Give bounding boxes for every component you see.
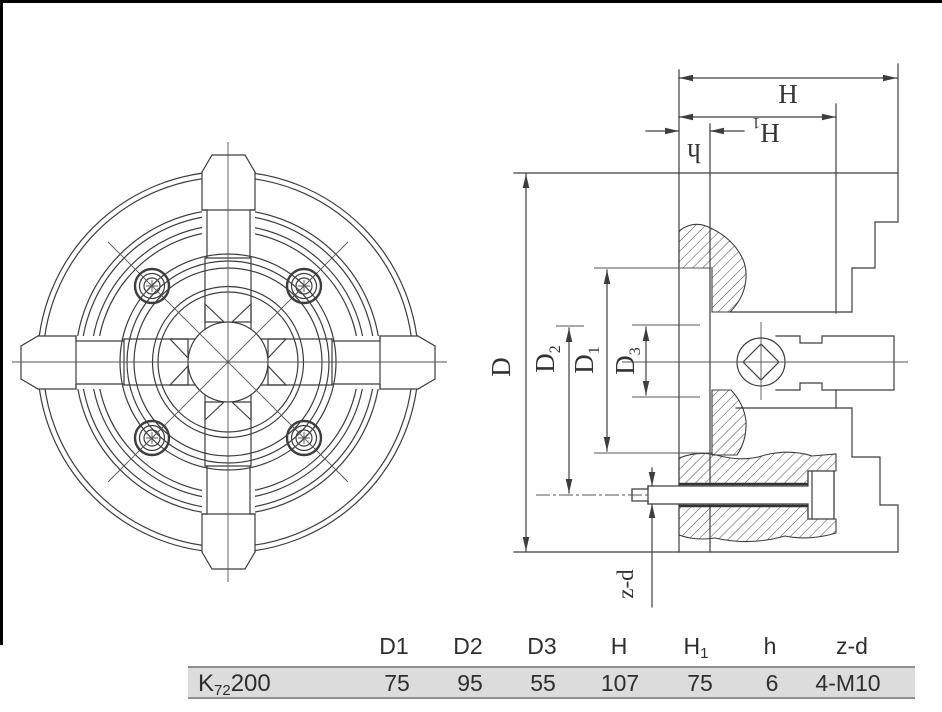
dim-label-D2: D2 [530, 345, 564, 373]
col-header-h1: H1 [683, 633, 709, 662]
section-above-bolt [678, 451, 837, 488]
bottom-jaw-steps [735, 407, 899, 553]
front-view [12, 142, 447, 582]
value-d3: 55 [530, 670, 556, 696]
dim-label-D: D [486, 357, 516, 377]
col-header-h-cap: H [610, 633, 628, 659]
col-header-d2: D2 [453, 633, 483, 659]
scan-border-top [0, 0, 942, 3]
dim-label-h: h [687, 138, 701, 168]
table-row-band [188, 666, 915, 699]
dim-label-H1: H1 [752, 114, 780, 148]
model-cell: K72200 [198, 670, 271, 699]
dim-label-D3: D3 [610, 347, 644, 375]
col-header-zd: z-d [836, 633, 868, 659]
col-header-d1: D1 [379, 633, 409, 659]
middle-jaw-slide [775, 335, 895, 391]
section-bottom-flange [711, 389, 747, 456]
value-h: 6 [765, 670, 779, 696]
col-header-d3: D3 [527, 633, 557, 659]
dim-label-zd: z-d [613, 569, 638, 599]
scan-border-left [0, 0, 3, 645]
top-jaw-steps [729, 172, 899, 313]
value-h-cap: 107 [600, 670, 640, 696]
value-d1: 75 [384, 670, 410, 696]
value-zd: 4-M10 [815, 670, 881, 696]
side-section-view [513, 63, 908, 553]
dimensions: D D2 D1 D3 H H1 [486, 74, 898, 608]
section-below-bolt [678, 502, 837, 543]
col-header-h: h [763, 633, 777, 659]
value-d2: 95 [457, 670, 483, 696]
section-top-flange [678, 223, 747, 313]
dim-label-H: H [778, 79, 798, 109]
thread-lines [679, 482, 808, 508]
dim-label-D1: D1 [569, 346, 603, 374]
value-h1: 75 [687, 670, 713, 696]
